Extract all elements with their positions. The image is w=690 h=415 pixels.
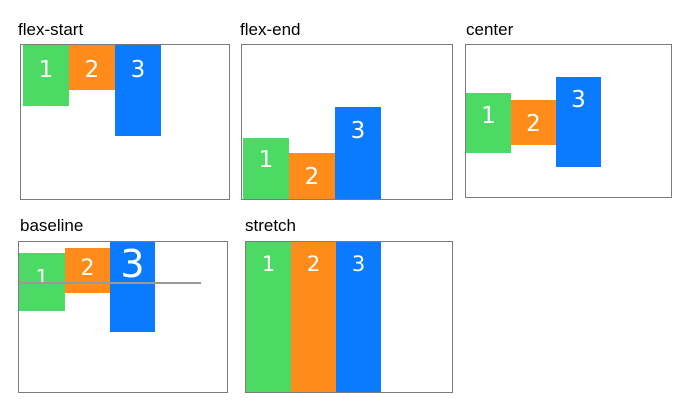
flex-item-3: 3 xyxy=(556,77,601,167)
flex-item-number: 2 xyxy=(306,252,321,276)
flex-item-3: 3 xyxy=(335,107,381,199)
flex-item-number: 2 xyxy=(526,111,541,137)
flex-item-number: 3 xyxy=(351,252,366,276)
flex-item-number: 2 xyxy=(304,164,320,190)
flex-item-number: 3 xyxy=(130,57,146,83)
baseline-line xyxy=(19,282,201,284)
flex-item-2: 2 xyxy=(291,242,336,392)
flex-item-number: 1 xyxy=(258,147,274,173)
flex-item-3: 3 xyxy=(110,242,155,332)
panel-label: stretch xyxy=(245,216,297,235)
panel-label: flex-start xyxy=(18,20,84,39)
flex-item-1: 1 xyxy=(243,138,289,199)
flex-item-1: 1 xyxy=(23,45,69,106)
panel-label: center xyxy=(466,20,514,39)
flex-item-number: 1 xyxy=(35,265,49,289)
flex-item-2: 2 xyxy=(65,248,110,293)
flex-item-number: 3 xyxy=(350,118,366,144)
flex-item-number: 3 xyxy=(120,242,145,286)
flex-item-number: 1 xyxy=(481,103,496,129)
panel-label: baseline xyxy=(20,216,84,235)
flex-item-3: 3 xyxy=(336,242,381,392)
flex-item-2: 2 xyxy=(289,153,335,199)
flex-item-1: 1 xyxy=(466,93,511,153)
flex-container: 1 2 3 xyxy=(465,44,672,198)
flex-item-number: 1 xyxy=(38,57,54,83)
flex-item-2: 2 xyxy=(69,45,115,90)
flex-item-2: 2 xyxy=(511,100,556,145)
flex-item-1: 1 xyxy=(246,242,291,392)
flex-item-3: 3 xyxy=(115,45,161,136)
flex-container: 1 2 3 xyxy=(245,241,453,393)
flex-item-number: 1 xyxy=(261,252,276,276)
flex-item-number: 3 xyxy=(571,87,586,113)
panel-label: flex-end xyxy=(240,20,301,39)
flex-item-number: 2 xyxy=(80,256,95,281)
flex-container: 1 2 3 xyxy=(20,44,230,200)
flex-item-number: 2 xyxy=(84,57,100,83)
flex-container: 1 2 3 xyxy=(241,44,453,200)
